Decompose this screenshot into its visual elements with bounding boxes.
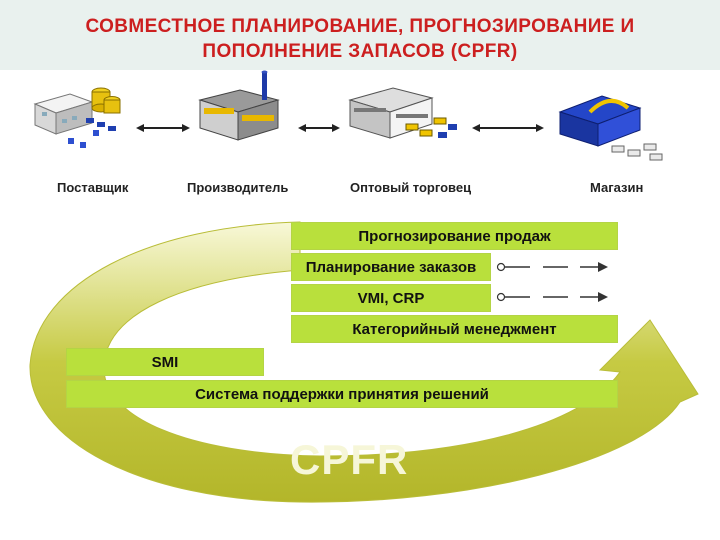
bar-vmi-crp: VMI, CRP <box>291 284 491 312</box>
supply-chain-icons <box>33 70 663 161</box>
bar-vmi-crp-label: VMI, CRP <box>357 289 425 307</box>
bar-sales-forecasting-label: Прогнозирование продаж <box>358 227 551 245</box>
flow-arrow-2 <box>298 124 340 132</box>
page-title: СОВМЕСТНОЕ ПЛАНИРОВАНИЕ, ПРОГНОЗИРОВАНИЕ… <box>0 14 720 64</box>
connector-arrow-vmi-crp <box>496 292 608 302</box>
factory-icon <box>198 70 280 141</box>
wholesale-warehouse-icon <box>348 87 457 139</box>
supplier-warehouse-icon <box>33 87 121 148</box>
bar-decision-support: Система поддержки принятия решений <box>66 380 618 408</box>
bar-order-planning: Планирование заказов <box>291 253 491 281</box>
flow-arrow-3 <box>472 124 544 132</box>
bar-order-planning-label: Планирование заказов <box>305 258 477 276</box>
entity-label-wholesaler: Оптовый торговец <box>350 180 472 195</box>
entity-label-supplier: Поставщик <box>57 180 129 195</box>
store-icon <box>558 95 663 161</box>
bar-smi-label: SMI <box>151 353 179 371</box>
connector-arrow-order-planning <box>496 262 608 272</box>
entity-label-store: Магазин <box>590 180 644 195</box>
flow-arrow-1 <box>136 124 190 132</box>
title-band <box>0 0 720 70</box>
entity-label-manufacturer: Производитель <box>187 180 289 195</box>
cpfr-cycle-label: CPFR <box>290 436 409 483</box>
bar-category-management-label: Категорийный менеджмент <box>352 320 557 338</box>
title-line-2: ПОПОЛНЕНИЕ ЗАПАСОВ (CPFR) <box>202 41 518 62</box>
bar-category-management: Категорийный менеджмент <box>291 315 618 343</box>
bar-decision-support-label: Система поддержки принятия решений <box>195 385 489 403</box>
title-line-1: СОВМЕСТНОЕ ПЛАНИРОВАНИЕ, ПРОГНОЗИРОВАНИЕ… <box>85 16 635 37</box>
bar-smi: SMI <box>66 348 264 376</box>
bar-sales-forecasting: Прогнозирование продаж <box>291 222 618 250</box>
